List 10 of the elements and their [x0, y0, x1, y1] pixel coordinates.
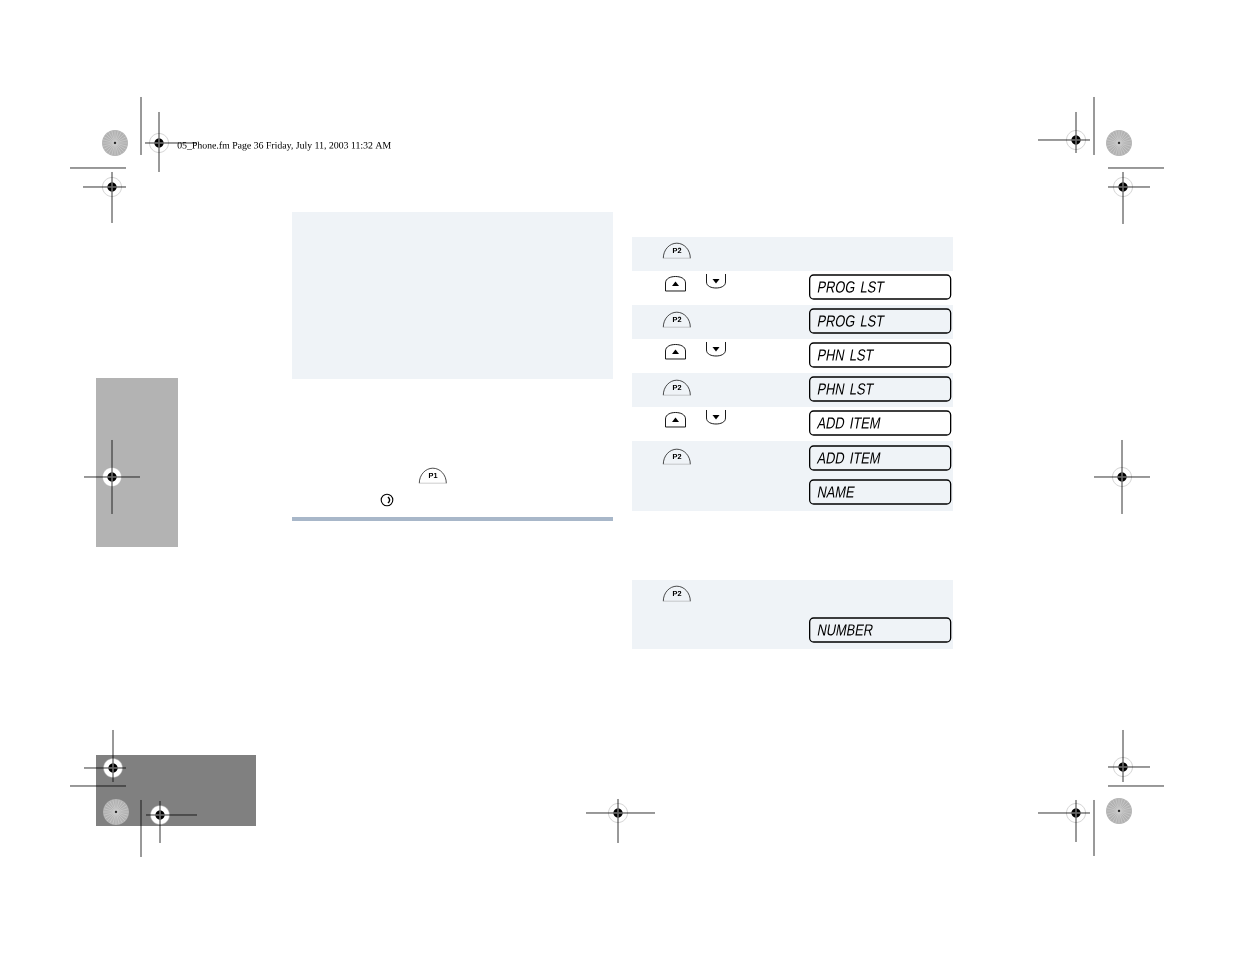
lcd-display: NAME — [809, 479, 952, 505]
lcd-display: PROG LST — [809, 308, 952, 334]
lcd-display: NUMBER — [809, 617, 952, 643]
lcd-display: PHN LST — [809, 342, 952, 368]
header-text: 05_Phone.fm Page 36 Friday, July 11, 2003 11:32 AM — [177, 141, 391, 151]
lcd-display: ADD ITEM — [809, 445, 952, 471]
lcd-display: PROG LST — [809, 274, 952, 300]
side-tab — [96, 378, 178, 547]
lcd-display: ADD ITEM — [809, 410, 952, 436]
lcd-display: PHN LST — [809, 376, 952, 402]
